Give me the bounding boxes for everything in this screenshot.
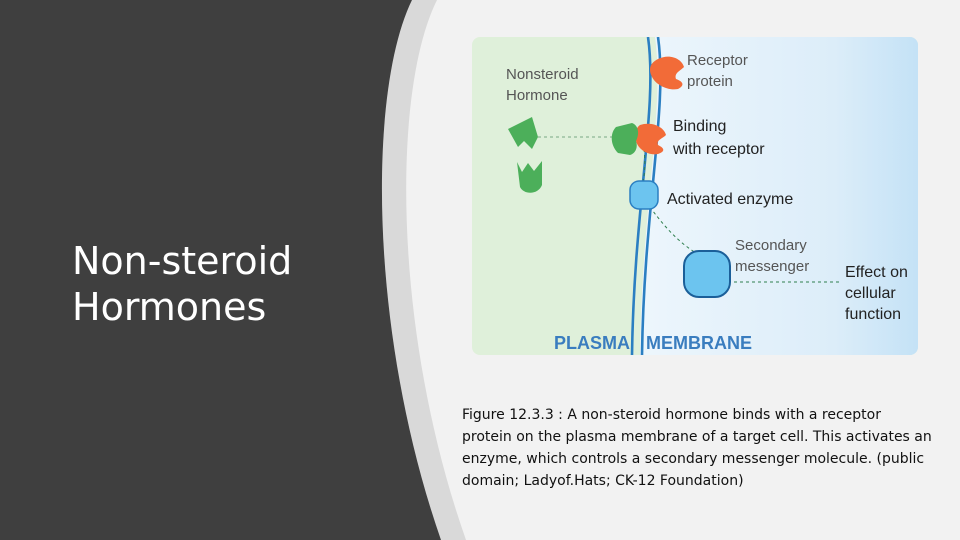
activated-enzyme-shape bbox=[629, 180, 659, 210]
free-hormone-shape-1 bbox=[508, 117, 538, 149]
bound-hormone bbox=[611, 123, 639, 155]
left-dark-panel bbox=[0, 0, 466, 540]
label-binding-line2: with receptor bbox=[672, 141, 765, 158]
label-membrane: MEMBRANE bbox=[646, 333, 752, 353]
slide-title-line1: Non-steroid bbox=[72, 239, 293, 283]
receptor-protein-top bbox=[650, 56, 684, 90]
label-plasma: PLASMA bbox=[554, 333, 630, 353]
membrane-diagram: Nonsteroid Hormone Receptor protein Seco… bbox=[472, 37, 918, 355]
secondary-messenger-shape bbox=[683, 250, 731, 298]
label-effect-line3: function bbox=[845, 306, 901, 323]
receptor-protein-bound bbox=[635, 123, 666, 155]
free-hormone-shape-2 bbox=[517, 161, 542, 193]
label-nonsteroid-line2: Hormone bbox=[506, 87, 568, 104]
label-binding-line1: Binding bbox=[673, 118, 726, 135]
accent-stripe bbox=[381, 0, 466, 540]
label-secondary-line2: messenger bbox=[735, 258, 809, 275]
label-effect-line1: Effect on bbox=[845, 264, 908, 281]
label-receptor-line1: Receptor bbox=[687, 52, 748, 69]
slide-title-line2: Hormones bbox=[72, 285, 267, 329]
label-effect-line2: cellular bbox=[845, 285, 896, 302]
label-activated-enzyme: Activated enzyme bbox=[667, 191, 793, 208]
label-secondary-line1: Secondary bbox=[735, 237, 807, 254]
membrane-outer-line bbox=[630, 37, 652, 355]
slide-title: Non-steroid Hormones bbox=[72, 238, 392, 330]
label-nonsteroid-line1: Nonsteroid bbox=[506, 66, 579, 83]
label-receptor-line2: protein bbox=[687, 73, 733, 90]
diagram-canvas: Nonsteroid Hormone Receptor protein Seco… bbox=[472, 37, 918, 355]
figure-caption: Figure 12.3.3 : A non-steroid hormone bi… bbox=[462, 407, 932, 489]
dark-panel-shape bbox=[0, 0, 441, 540]
